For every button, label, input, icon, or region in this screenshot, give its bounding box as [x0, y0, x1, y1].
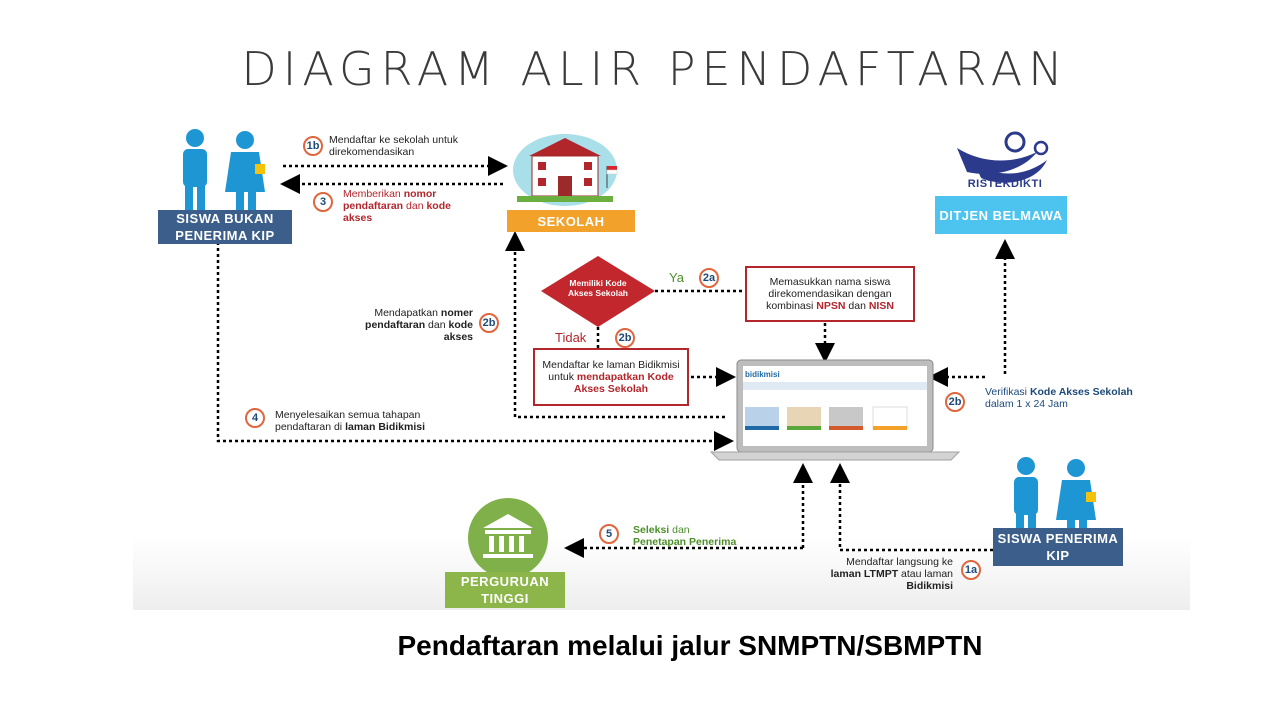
step-4-text: Menyelesaikan semua tahapan pendaftaran … [275, 409, 426, 433]
university-icon [468, 498, 548, 578]
step-badge-3: 3 [313, 192, 333, 212]
box-2a-input: Memasukkan nama siswa direkomendasikan d… [745, 266, 915, 322]
diagram-panel: SISWA BUKAN PENERIMA KIP SEKOLAH RISTEKD… [133, 120, 1190, 610]
decision-label: Memiliki Kode Akses Sekolah [567, 278, 628, 298]
page-caption: Pendaftaran melalui jalur SNMPTN/SBMPTN [397, 630, 983, 661]
step-badge-2a: 2a [699, 268, 719, 288]
laptop-brand: bidikmisi [745, 370, 780, 379]
decision-diamond [541, 256, 655, 327]
students-right-icon [1014, 457, 1096, 536]
box-2b-register: Mendaftar ke laman Bidikmisi untuk menda… [533, 348, 689, 406]
label-tidak: Tidak [555, 330, 587, 345]
step-badge-1a: 1a [961, 560, 981, 580]
node-sekolah: SEKOLAH [507, 210, 635, 232]
arrow-1a [830, 463, 993, 552]
step-badge-4: 4 [245, 408, 265, 428]
step-badge-2b-tidak: 2b [615, 328, 635, 348]
node-siswa-bukan-kip: SISWA BUKAN PENERIMA KIP [158, 210, 292, 244]
step-3-text: Memberikan nomor pendaftaran dan kode ak… [343, 188, 451, 224]
ristekdikti-logo-mark [957, 131, 1049, 183]
step-badge-1b: 1b [303, 136, 323, 156]
students-left-icon [183, 129, 265, 210]
label-ya: Ya [669, 270, 684, 285]
node-ditjen-belmawa: DITJEN BELMAWA [935, 196, 1067, 234]
school-icon [513, 134, 618, 206]
step-1b-text: Mendaftar ke sekolah untuk direkomendasi… [329, 134, 458, 158]
arrow-4 [216, 242, 734, 451]
arrow-2b-up [505, 231, 725, 419]
page-title: DIAGRAM ALIR PENDAFTARAN [241, 42, 1069, 96]
ristekdikti-logo-text: RISTEKDIKTI [967, 178, 1043, 190]
laptop-icon [709, 359, 961, 461]
node-siswa-penerima-kip: SISWA PENERIMA KIP [993, 528, 1123, 566]
step-badge-2b-left: 2b [479, 313, 499, 333]
step-badge-5: 5 [599, 524, 619, 544]
flow-connectors [183, 129, 1096, 578]
step-badge-2b-verif: 2b [945, 392, 965, 412]
step-1a-text: Mendaftar langsung ke laman LTMPT atau l… [830, 556, 953, 592]
step-2b-left-text: Mendapatkan nomer pendaftaran dan kode a… [365, 307, 473, 343]
node-perguruan-tinggi: PERGURUAN TINGGI [445, 572, 565, 608]
